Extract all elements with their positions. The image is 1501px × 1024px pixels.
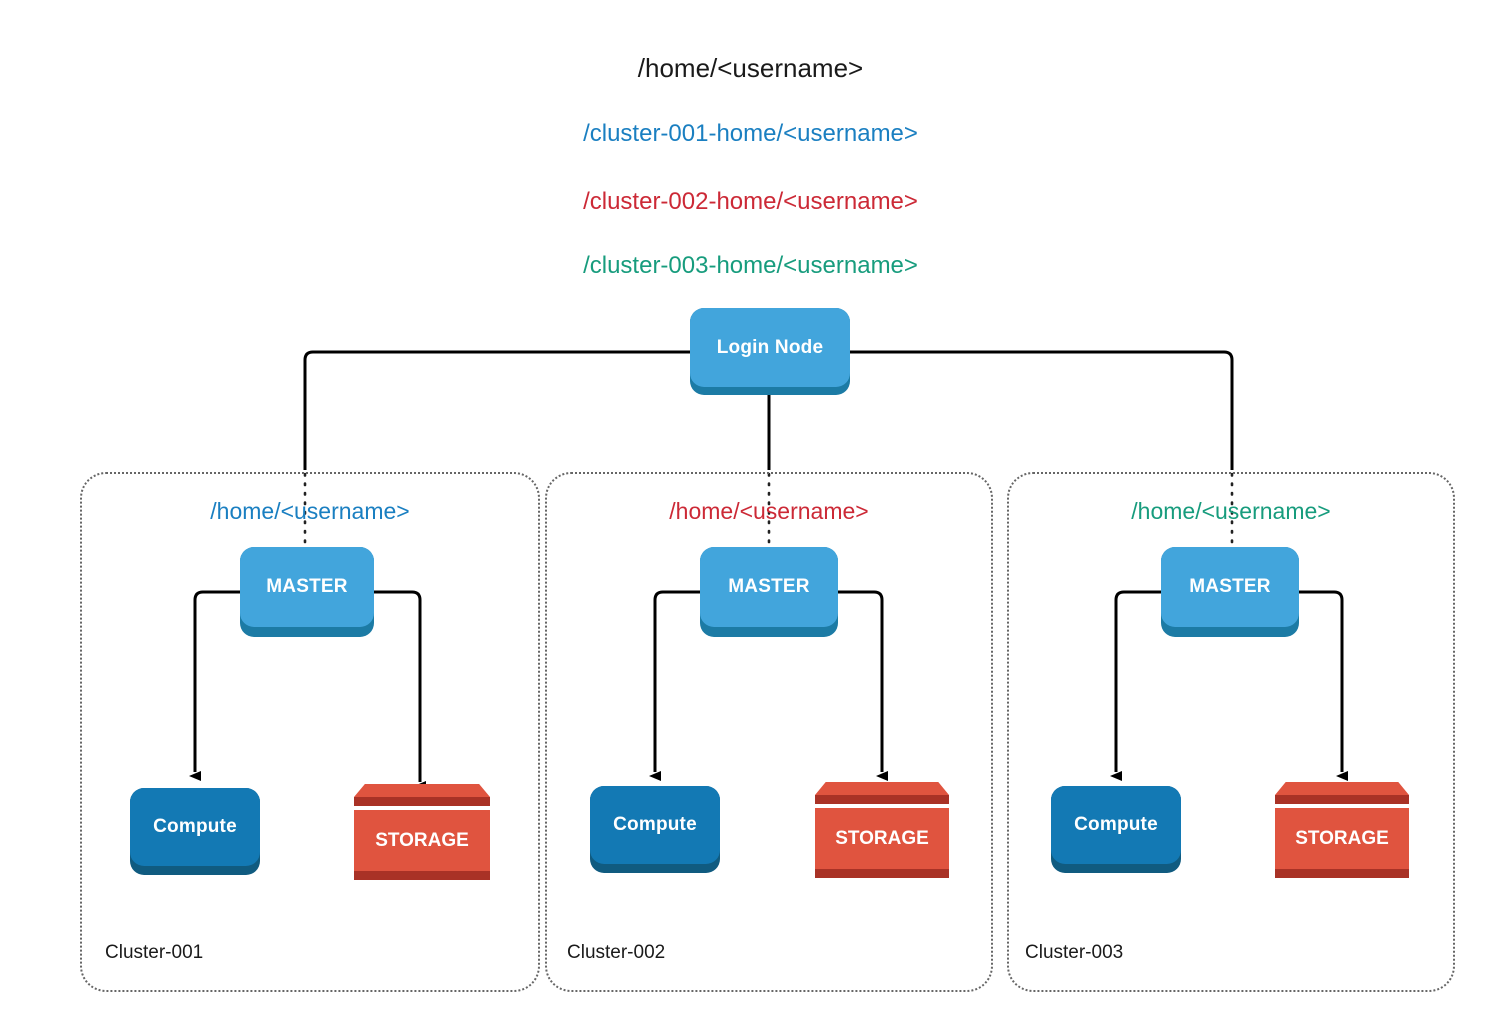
path-label-cluster-002: /cluster-002-home/<username> <box>583 188 918 215</box>
cluster-001-master-label: MASTER <box>266 576 348 597</box>
cluster-001-compute-node[interactable]: Compute <box>130 788 260 875</box>
cluster-003-compute-node[interactable]: Compute <box>1051 786 1181 873</box>
cluster-001-compute-face: Compute <box>130 788 260 866</box>
cluster-002-storage-label: STORAGE <box>835 828 929 849</box>
cluster-001-storage-node[interactable]: STORAGE <box>354 784 490 880</box>
cluster-001-master-face: MASTER <box>240 547 374 627</box>
cluster-003-master-node[interactable]: MASTER <box>1161 547 1299 637</box>
cluster-003-storage-foot <box>1275 869 1409 878</box>
cluster-002-master-node[interactable]: MASTER <box>700 547 838 637</box>
cluster-001-frame <box>80 472 540 992</box>
path-label-cluster-001: /cluster-001-home/<username> <box>583 120 918 147</box>
login-node-label: Login Node <box>716 336 824 358</box>
cluster-003-home-path: /home/<username> <box>1131 498 1331 524</box>
cluster-003-master-label: MASTER <box>1189 576 1271 597</box>
cluster-003-storage-body <box>1275 808 1409 878</box>
cluster-002-storage-node[interactable]: STORAGE <box>815 782 949 878</box>
cluster-003-name: Cluster-003 <box>1025 942 1124 963</box>
cluster-003-storage-lid <box>1275 782 1409 804</box>
cluster-003-storage-node[interactable]: STORAGE <box>1275 782 1409 878</box>
cluster-002-name: Cluster-002 <box>567 942 666 963</box>
cluster-003-compute-label: Compute <box>1074 814 1158 835</box>
cluster-001-storage-lid-rim <box>354 797 490 806</box>
cluster-001-storage-foot <box>354 871 490 880</box>
login-node-face: Login Node <box>690 308 850 387</box>
cluster-002-home-path: /home/<username> <box>669 498 869 524</box>
cluster-003-storage-lid-rim <box>1275 795 1409 804</box>
cluster-002-storage-lid <box>815 782 949 804</box>
path-label-cluster-003: /cluster-003-home/<username> <box>583 252 918 279</box>
cluster-002-compute-node[interactable]: Compute <box>590 786 720 873</box>
cluster-001-master-node[interactable]: MASTER <box>240 547 374 637</box>
cluster-003-master-face: MASTER <box>1161 547 1299 627</box>
cluster-002-compute-face: Compute <box>590 786 720 864</box>
cluster-002-storage-lid-top <box>815 782 949 795</box>
cluster-001-name: Cluster-001 <box>105 942 204 963</box>
cluster-002-storage-foot <box>815 869 949 878</box>
cluster-003-storage-label: STORAGE <box>1295 828 1389 849</box>
cluster-002-storage-body <box>815 808 949 878</box>
cluster-002-storage-lid-rim <box>815 795 949 804</box>
path-label-home: /home/<username> <box>637 53 864 83</box>
cluster-001-storage-lid <box>354 784 490 806</box>
cluster-001-storage-label: STORAGE <box>375 830 469 851</box>
cluster-001-compute-label: Compute <box>153 816 237 837</box>
cluster-003-storage-lid-top <box>1275 782 1409 795</box>
cluster-002-frame <box>545 472 993 992</box>
cluster-001-storage-lid-top <box>354 784 490 797</box>
login-node[interactable]: Login Node <box>690 308 850 395</box>
cluster-001-home-path: /home/<username> <box>210 498 410 524</box>
cluster-002-compute-label: Compute <box>613 814 697 835</box>
cluster-001-storage-body <box>354 810 490 880</box>
cluster-003-frame <box>1007 472 1455 992</box>
cluster-002-master-label: MASTER <box>728 576 810 597</box>
cluster-002-master-face: MASTER <box>700 547 838 627</box>
cluster-003-compute-face: Compute <box>1051 786 1181 864</box>
